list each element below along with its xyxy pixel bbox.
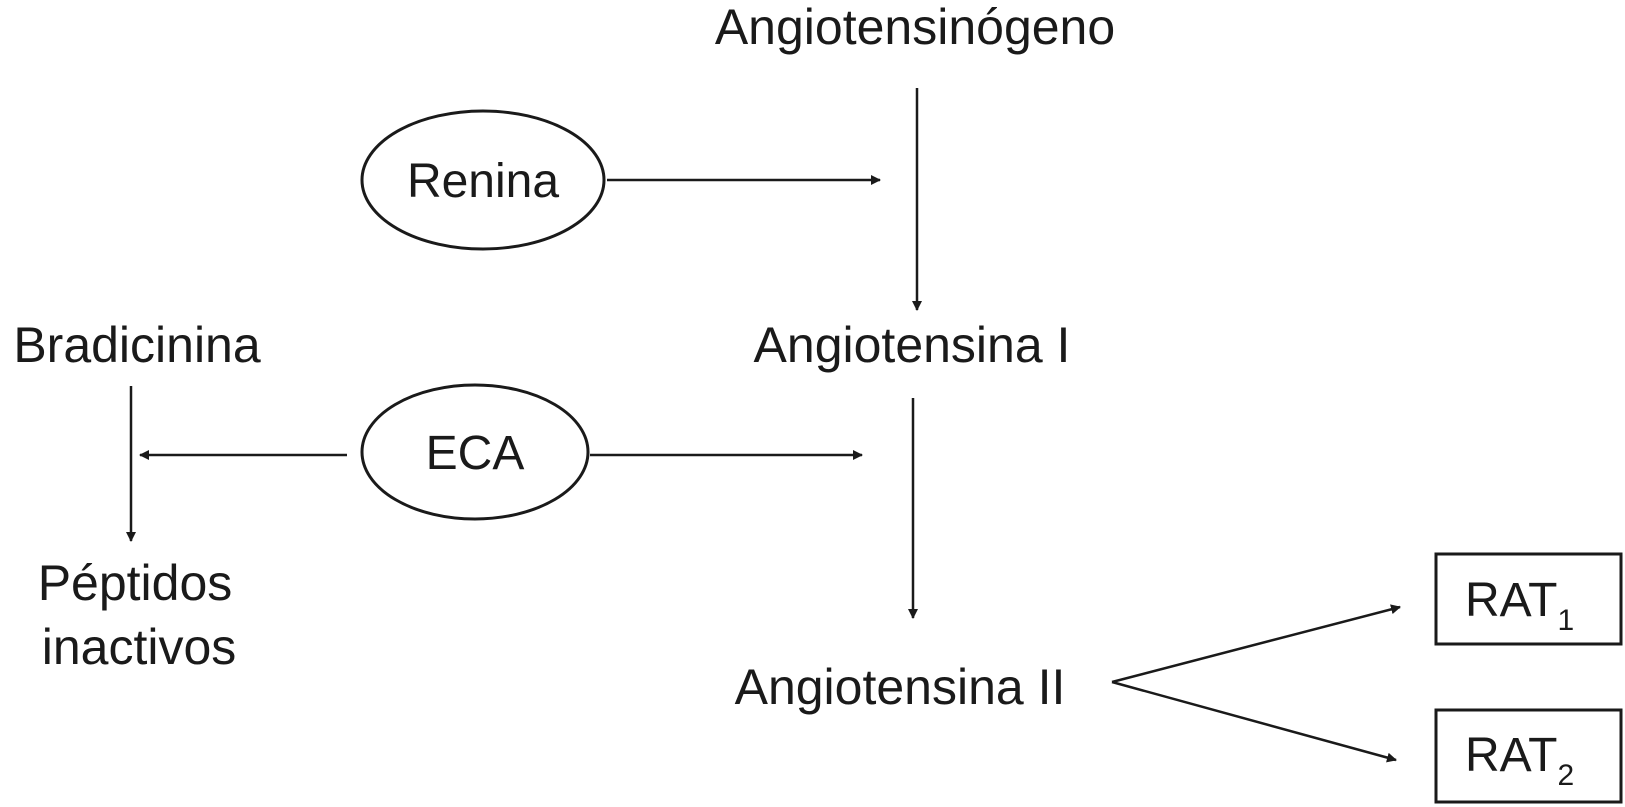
renin-label: Renina: [407, 155, 559, 208]
inactive-peptides-label-line1: Péptidos: [38, 555, 233, 611]
ace-label: ECA: [426, 427, 525, 480]
bradykinin-label: Bradicinina: [13, 317, 261, 373]
rat1-label-subscript: 1: [1557, 604, 1574, 637]
rat2-box: [1434, 708, 1623, 804]
inactive-peptides-label-line2: inactivos: [42, 619, 237, 675]
angiotensin2-label: Angiotensina II: [735, 659, 1066, 715]
rat2-label-subscript: 2: [1557, 759, 1574, 792]
rat1-box: [1434, 552, 1623, 646]
rat2-label: RAT2: [1465, 729, 1574, 792]
arrow-angiotensin2-to-rat1: [1111, 604, 1401, 684]
angiotensin1-label: Angiotensina I: [754, 317, 1071, 373]
renin-ellipse: [360, 109, 606, 251]
rat1-label: RAT1: [1465, 574, 1574, 637]
arrow-angiotensin2-to-rat2: [1111, 680, 1397, 763]
angiotensinogen-label: Angiotensinógeno: [715, 0, 1115, 55]
ace-ellipse: [360, 383, 590, 521]
rat1-label-base: RAT: [1465, 574, 1557, 627]
rat2-label-base: RAT: [1465, 729, 1557, 782]
